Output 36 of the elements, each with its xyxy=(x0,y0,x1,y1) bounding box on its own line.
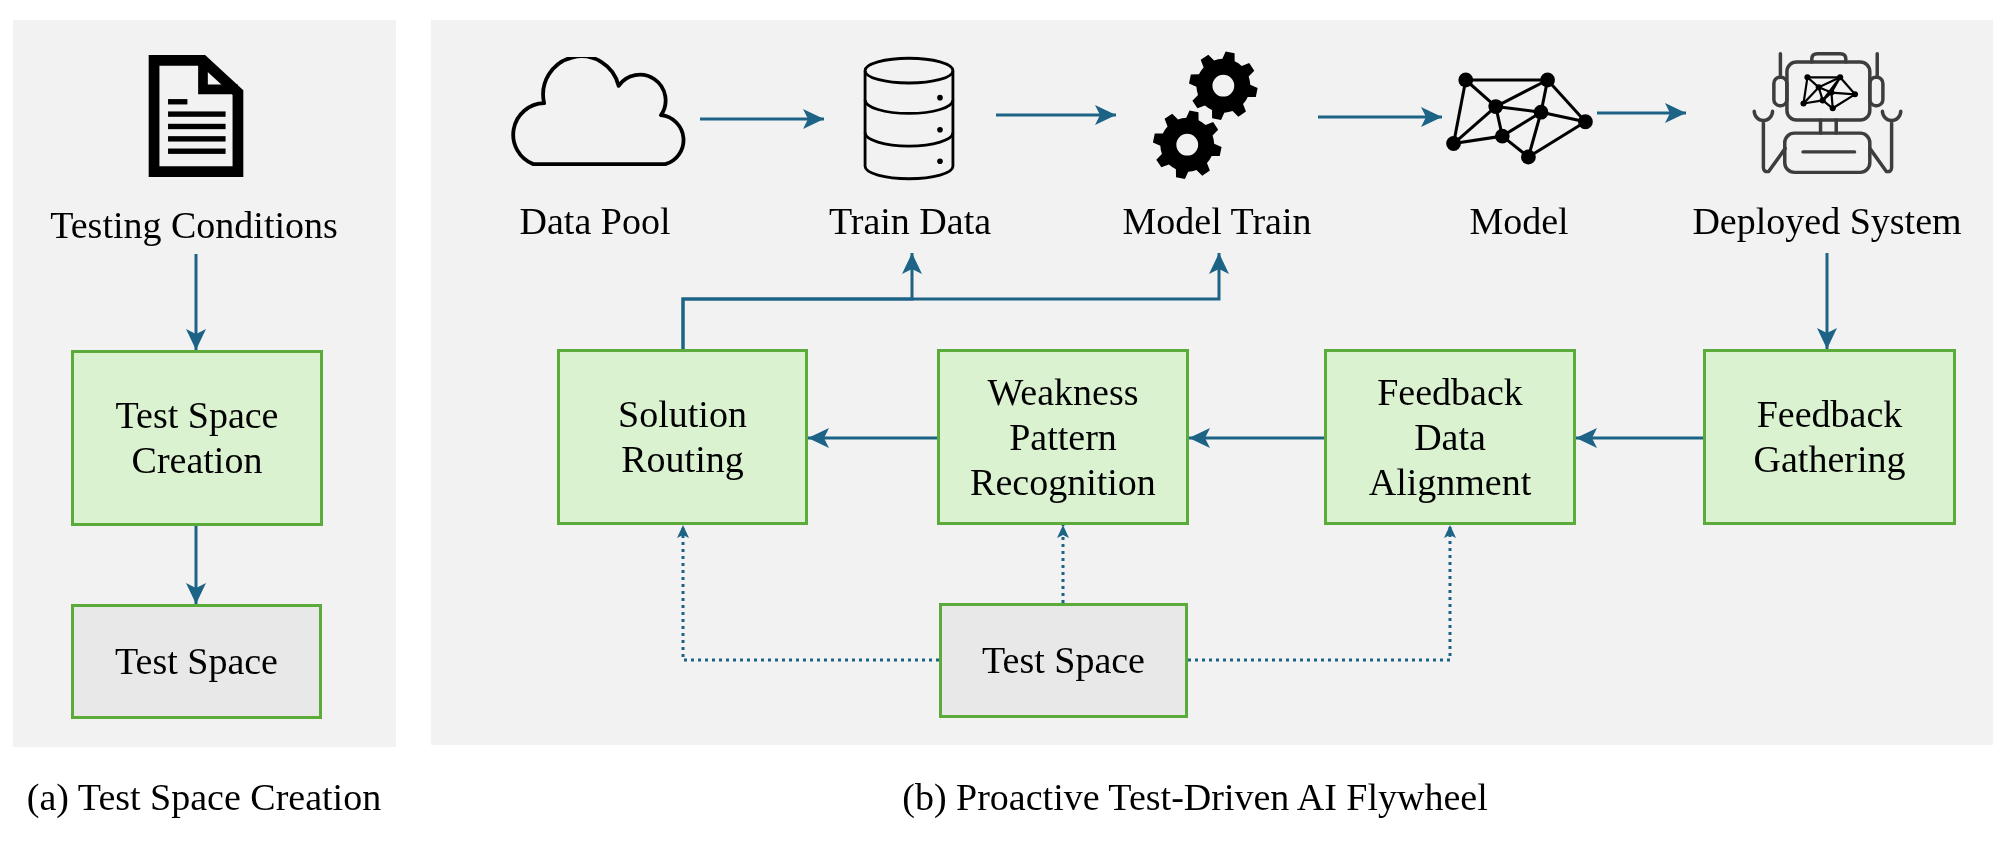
arrow xyxy=(1318,107,1442,127)
node-label: Test Space xyxy=(982,638,1145,683)
dotted-arrow xyxy=(1057,525,1069,603)
node-label: Data Pool xyxy=(519,199,671,243)
subfigure-caption: (b) Proactive Test-Driven AI Flywheel xyxy=(902,775,1488,819)
node-label: Test Space xyxy=(115,639,278,684)
process-box xyxy=(939,603,1188,718)
arrow xyxy=(808,428,937,448)
arrow xyxy=(996,105,1116,125)
node-label: Model xyxy=(1469,199,1569,243)
arrow xyxy=(1576,428,1703,448)
dotted-arrow xyxy=(1188,525,1456,662)
arrow xyxy=(186,254,206,350)
process-box xyxy=(557,349,808,525)
process-box xyxy=(1324,349,1576,525)
node-label: Model Train xyxy=(1122,199,1312,243)
arrow xyxy=(681,253,1229,349)
node-label: Testing Conditions xyxy=(50,203,338,247)
node-label: Deployed System xyxy=(1692,199,1962,243)
node-label: Solution Routing xyxy=(617,392,748,482)
arrow xyxy=(700,109,824,129)
arrow xyxy=(1189,428,1324,448)
process-box xyxy=(1703,349,1956,525)
dotted-arrow xyxy=(677,525,939,662)
process-box xyxy=(71,604,322,719)
process-box xyxy=(937,349,1189,525)
node-label: Feedback Gathering xyxy=(1752,392,1907,482)
process-box xyxy=(71,350,323,526)
subfigure-caption: (a) Test Space Creation xyxy=(26,775,382,819)
node-label: Weakness Pattern Recognition xyxy=(969,369,1157,505)
arrow xyxy=(186,526,206,604)
node-label: Test Space Creation xyxy=(114,393,280,483)
node-label: Train Data xyxy=(828,199,992,243)
node-label: Feedback Data Alignment xyxy=(1367,369,1533,505)
arrow xyxy=(1597,103,1686,123)
arrow xyxy=(1817,253,1837,349)
